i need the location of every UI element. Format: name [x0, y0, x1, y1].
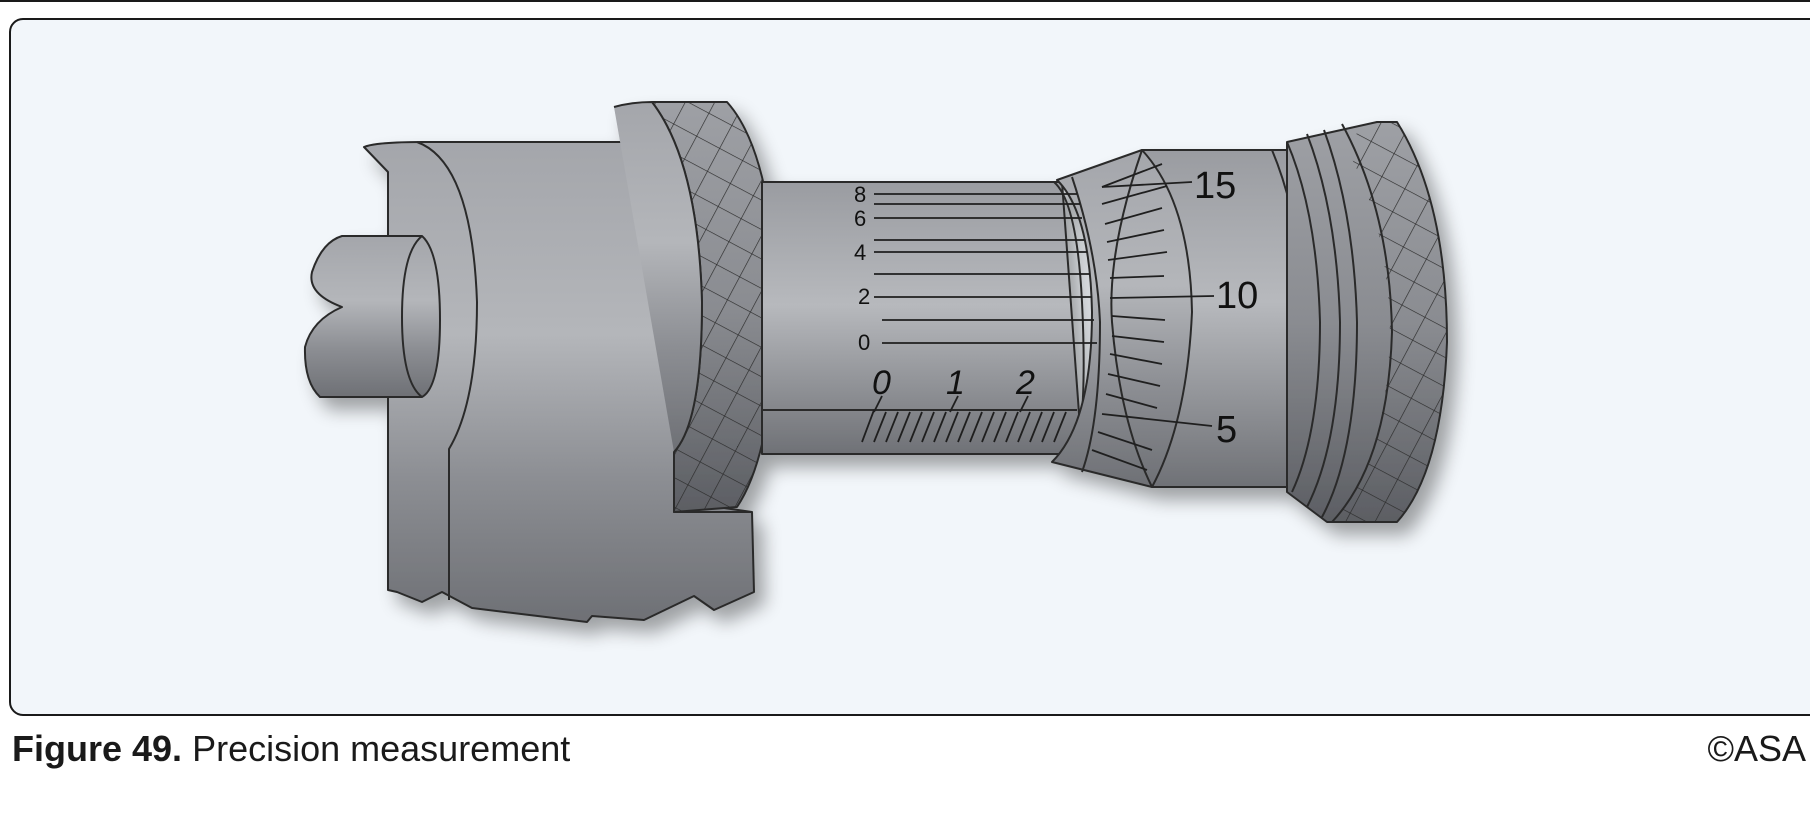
thimble-graduation-lines — [1091, 163, 1215, 471]
sleeve-label-6: 6 — [854, 206, 866, 231]
thimble-label-15: 15 — [1194, 165, 1236, 207]
sleeve-major-0: 0 — [872, 364, 891, 402]
ratchet-knurl — [1286, 121, 1448, 523]
sleeve-major-2: 2 — [1015, 364, 1035, 402]
micrometer-illustration: 8 6 4 2 0 0 1 2 15 10 5 — [303, 101, 1448, 623]
sleeve-graduation-lines — [861, 193, 1097, 443]
sleeve-minor-labels: 8 6 4 2 0 — [854, 182, 870, 355]
sleeve-label-8: 8 — [854, 182, 866, 207]
figure-frame: 8 6 4 2 0 0 1 2 15 10 5 — [9, 18, 1810, 716]
sleeve-major-1: 1 — [946, 364, 965, 402]
sleeve-label-4: 4 — [854, 240, 866, 265]
thimble-label-5: 5 — [1216, 409, 1237, 451]
thimble-label-10: 10 — [1216, 275, 1258, 317]
sleeve-label-2: 2 — [858, 284, 870, 309]
copyright-notice: ©ASA — [1707, 728, 1806, 769]
sleeve-barrel — [761, 181, 1085, 455]
spindle-stub — [303, 235, 441, 398]
top-rule — [0, 0, 1810, 2]
figure-label: Figure 49. — [12, 728, 183, 769]
figure-caption: Figure 49. Precision measurement — [12, 728, 570, 770]
sleeve-major-labels: 0 1 2 — [872, 364, 1035, 402]
figure-title: Precision measurement — [192, 728, 571, 769]
locknut-knurl — [613, 101, 778, 513]
thimble-labels: 15 10 5 — [1194, 165, 1258, 451]
sleeve-label-0: 0 — [858, 330, 870, 355]
